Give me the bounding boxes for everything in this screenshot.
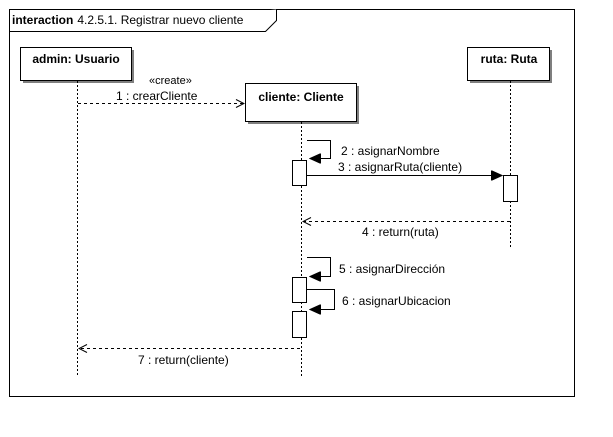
message-3: 3 : asignarRuta(cliente) [307,160,502,176]
lifeline-ruta[interactable]: ruta: Ruta [467,47,553,248]
message-1-stereotype: «create» [149,75,192,87]
message-6-arrow [307,289,335,310]
message-2-self: 2 : asignarNombre [307,140,440,159]
message-7-return: 7 : return(cliente) [79,349,300,367]
lifeline-admin-label: admin: Usuario [32,52,119,66]
message-7-label: 7 : return(cliente) [138,353,229,367]
message-4-return: 4 : return(ruta) [303,222,510,239]
message-6-self: 6 : asignarUbicacion [307,289,451,310]
message-6-label: 6 : asignarUbicacion [342,294,451,308]
lifeline-admin[interactable]: admin: Usuario [20,47,135,378]
lifeline-ruta-label: ruta: Ruta [481,52,538,66]
message-1-create: «create» 1 : crearCliente [78,75,244,104]
activation-cliente-2 [292,277,307,303]
frame-keyword: interaction [12,13,73,27]
message-5-arrow [307,257,331,277]
message-3-label: 3 : asignarRuta(cliente) [338,160,462,174]
frame-title-tab [9,9,277,32]
activation-ruta [503,175,518,202]
message-4-label: 4 : return(ruta) [362,225,439,239]
message-5-label: 5 : asignarDirección [339,262,445,276]
frame-title: 4.2.5.1. Registrar nuevo cliente [77,13,243,27]
message-2-arrow [307,140,331,159]
activation-cliente-3 [292,311,307,338]
activation-cliente-1 [292,160,307,186]
message-5-self: 5 : asignarDirección [307,257,445,277]
message-2-label: 2 : asignarNombre [341,144,440,158]
lifeline-cliente-label: cliente: Cliente [258,90,344,104]
message-1-label: 1 : crearCliente [116,89,198,103]
